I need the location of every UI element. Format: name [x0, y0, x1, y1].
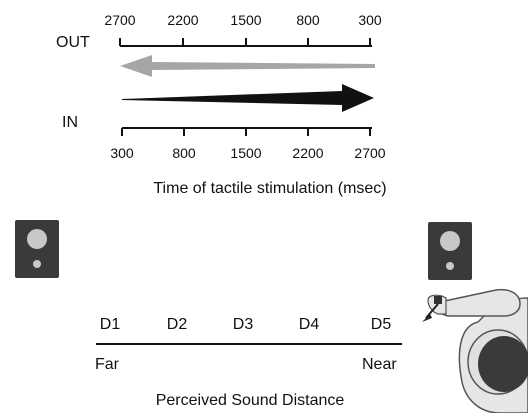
out-direction-arrow — [120, 55, 375, 77]
in-tick-label: 2700 — [354, 145, 386, 161]
distance-label-d5: D5 — [370, 316, 392, 333]
distance-label-d1: D1 — [99, 316, 121, 333]
in-axis-label: IN — [62, 114, 78, 131]
in-tick-label: 300 — [110, 145, 134, 161]
distance-label-d3: D3 — [232, 316, 254, 333]
participant-arm — [438, 288, 521, 317]
speaker-tweeter-icon — [33, 260, 41, 268]
time-caption: Time of tactile stimulation (msec) — [153, 180, 387, 197]
distance-label-d2: D2 — [166, 316, 188, 333]
far-speaker — [15, 220, 59, 278]
out-tick-label: 2700 — [104, 12, 136, 28]
in-axis-line — [121, 127, 372, 136]
out-axis-label: OUT — [56, 34, 90, 51]
speaker-woofer-icon — [27, 229, 47, 249]
speaker-woofer-icon — [440, 231, 460, 251]
distance-label-d4: D4 — [298, 316, 320, 333]
out-tick-label: 300 — [358, 12, 382, 28]
in-tick-label: 1500 — [230, 145, 262, 161]
out-axis-line — [119, 38, 372, 47]
in-tick-label: 2200 — [292, 145, 324, 161]
timeline-graphic — [119, 38, 375, 136]
tactile-stimulator-icon — [422, 296, 442, 322]
near-label: Near — [362, 356, 397, 373]
participant-figure — [422, 288, 528, 413]
distance-scale-line — [96, 343, 402, 345]
out-tick-label: 800 — [296, 12, 320, 28]
near-speaker — [428, 222, 472, 280]
speaker-tweeter-icon — [446, 262, 454, 270]
distance-caption: Perceived Sound Distance — [155, 392, 345, 409]
in-tick-label: 800 — [172, 145, 196, 161]
far-label: Far — [95, 356, 119, 373]
participant-hair — [478, 336, 528, 392]
in-direction-arrow — [122, 84, 374, 112]
out-tick-label: 1500 — [230, 12, 262, 28]
out-tick-label: 2200 — [167, 12, 199, 28]
